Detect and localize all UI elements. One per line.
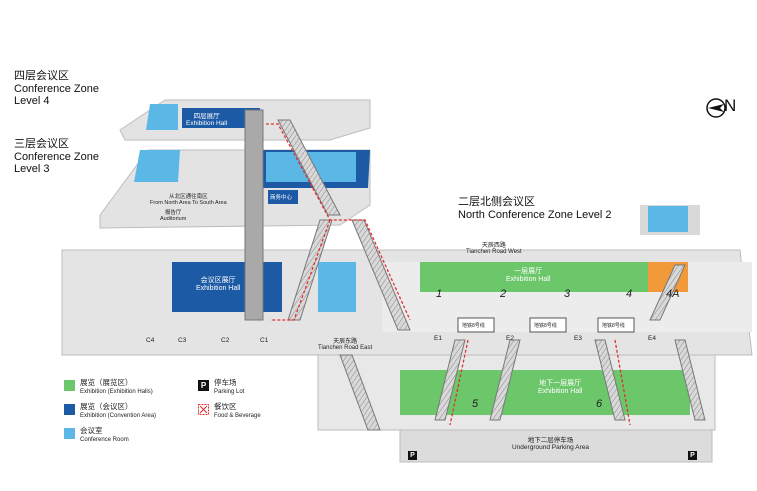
metro-station-2	[529, 317, 567, 333]
conf-rooms-level2	[318, 262, 356, 312]
gate-e3: E3	[574, 335, 582, 342]
convention-exhibition-hall	[172, 262, 282, 312]
food-beverage-icon	[198, 404, 209, 415]
north-conf-rooms	[648, 206, 688, 232]
route-path	[266, 123, 631, 426]
business-center-label: 商务中心	[270, 195, 293, 201]
exhibition-hall-1	[420, 262, 652, 292]
escalator-6	[489, 339, 521, 421]
level4-hall-block	[182, 108, 260, 128]
metro-station-label-3: 地铁8号线	[602, 323, 625, 329]
metro-station-label-1: 地铁8号线	[462, 323, 485, 329]
hall-number-6: 6	[596, 398, 603, 410]
escalator-8	[674, 339, 706, 421]
level4-rooms	[146, 104, 178, 130]
business-center	[268, 190, 298, 204]
parking-icon: P	[408, 451, 417, 460]
parking-icon: P	[688, 451, 697, 460]
hall-number-4a: 4A	[666, 288, 680, 300]
north-arrow-icon	[706, 98, 726, 118]
legend-swatch	[64, 404, 75, 415]
hall-number-1: 1	[436, 288, 443, 300]
north-indicator: N	[724, 96, 737, 115]
gate-c1: C1	[260, 337, 269, 344]
hall-number-4: 4	[626, 288, 633, 300]
metro-station-1	[457, 317, 495, 333]
hall-number-3: 3	[564, 288, 571, 300]
legend-swatch	[64, 380, 75, 391]
elevator-core	[244, 109, 264, 321]
hall-number-2: 2	[500, 288, 507, 300]
gate-e1: E1	[434, 335, 442, 342]
hall-number-5: 5	[472, 398, 479, 410]
metro-station-label-2: 地铁8号线	[534, 323, 557, 329]
escalator-4	[339, 354, 381, 431]
parking-floor	[399, 429, 713, 463]
escalator-9	[649, 264, 686, 321]
parking-icon: P	[198, 380, 209, 391]
gate-c4: C4	[146, 337, 155, 344]
gate-e4: E4	[648, 335, 656, 342]
escalator-5	[434, 339, 466, 421]
gate-c2: C2	[221, 337, 230, 344]
level3-rooms-left	[134, 150, 180, 182]
escalator-7	[594, 339, 626, 421]
gate-e2: E2	[506, 335, 514, 342]
metro-station-3	[597, 317, 635, 333]
legend-swatch	[64, 428, 75, 439]
escalator-1	[277, 119, 341, 216]
gate-c3: C3	[178, 337, 187, 344]
